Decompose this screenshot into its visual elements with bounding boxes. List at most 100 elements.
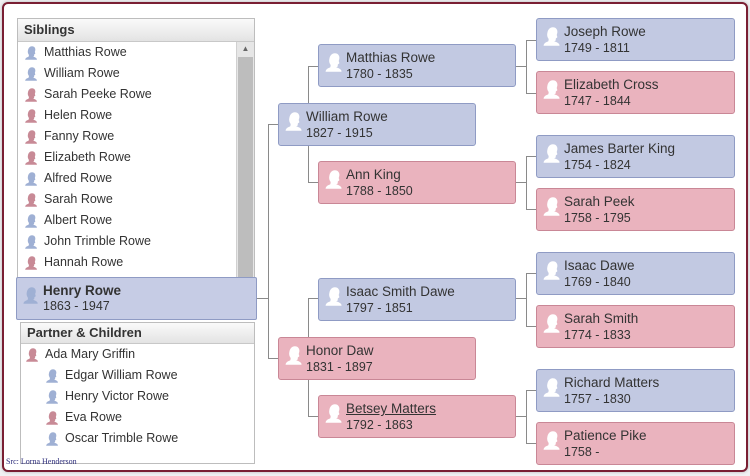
silhouette-icon xyxy=(284,344,303,367)
connector xyxy=(516,182,526,183)
connector xyxy=(516,298,526,299)
male-silhouette-icon xyxy=(45,431,59,447)
person-card-mother[interactable]: Honor Daw 1831 - 1897 xyxy=(278,337,476,380)
silhouette-icon xyxy=(284,110,303,133)
person-name: Edgar William Rowe xyxy=(65,368,178,382)
person-name: Sarah Peek xyxy=(564,194,635,209)
scroll-thumb[interactable] xyxy=(238,57,253,277)
sibling-item[interactable]: Sarah Peeke Rowe xyxy=(18,84,236,105)
male-silhouette-icon xyxy=(24,66,38,82)
person-card-great-grandparent-5[interactable]: Isaac Dawe 1769 - 1840 xyxy=(536,252,735,295)
person-card-maternal-grandfather[interactable]: Isaac Smith Dawe 1797 - 1851 xyxy=(318,278,516,321)
person-name: Oscar Trimble Rowe xyxy=(65,431,179,445)
person-name: Isaac Dawe xyxy=(564,258,635,273)
sibling-item[interactable]: Alfred Rowe xyxy=(18,168,236,189)
person-card-maternal-grandmother[interactable]: Betsey Matters 1792 - 1863 xyxy=(318,395,516,438)
person-name: Matthias Rowe xyxy=(346,50,436,65)
person-dates: 1754 - 1824 xyxy=(564,158,631,172)
focus-person-dates: 1863 - 1947 xyxy=(43,299,110,313)
male-silhouette-icon xyxy=(22,285,39,306)
connector xyxy=(268,358,278,359)
sibling-item[interactable]: John Trimble Rowe xyxy=(18,231,236,252)
male-silhouette-icon xyxy=(45,389,59,405)
partner-item[interactable]: Ada Mary Griffin xyxy=(21,344,254,365)
male-silhouette-icon xyxy=(24,45,38,61)
person-dates: 1757 - 1830 xyxy=(564,392,631,406)
focus-person-card[interactable]: Henry Rowe 1863 - 1947 xyxy=(16,277,257,320)
silhouette-icon xyxy=(542,259,561,282)
sibling-item[interactable]: Matthias Rowe xyxy=(18,42,236,63)
child-item[interactable]: Edgar William Rowe xyxy=(21,365,254,386)
child-item[interactable]: Henry Victor Rowe xyxy=(21,386,254,407)
connector xyxy=(516,416,526,417)
siblings-scrollbar[interactable]: ▲ xyxy=(236,42,254,277)
connector xyxy=(526,273,536,274)
person-dates: 1774 - 1833 xyxy=(564,328,631,342)
person-dates: 1758 - xyxy=(564,445,600,459)
sibling-item[interactable]: Hannah Rowe xyxy=(18,252,236,273)
sibling-name: Alfred Rowe xyxy=(44,171,113,185)
male-silhouette-icon xyxy=(24,234,38,250)
person-name-link[interactable]: Betsey Matters xyxy=(346,401,437,416)
sibling-item[interactable]: William Rowe xyxy=(18,63,236,84)
person-card-paternal-grandmother[interactable]: Ann King 1788 - 1850 xyxy=(318,161,516,204)
person-dates: 1831 - 1897 xyxy=(306,360,373,374)
person-name: Joseph Rowe xyxy=(564,24,646,39)
female-silhouette-icon xyxy=(24,87,38,103)
person-name: Ann King xyxy=(346,167,401,182)
connector xyxy=(526,390,536,391)
person-dates: 1792 - 1863 xyxy=(346,418,413,432)
connector xyxy=(308,298,318,299)
person-card-great-grandparent-1[interactable]: Joseph Rowe 1749 - 1811 xyxy=(536,18,735,61)
sibling-name: Sarah Peeke Rowe xyxy=(44,87,152,101)
person-card-great-grandparent-4[interactable]: Sarah Peek 1758 - 1795 xyxy=(536,188,735,231)
male-silhouette-icon xyxy=(24,213,38,229)
female-silhouette-icon xyxy=(25,347,39,363)
person-card-paternal-grandfather[interactable]: Matthias Rowe 1780 - 1835 xyxy=(318,44,516,87)
person-card-great-grandparent-7[interactable]: Richard Matters 1757 - 1830 xyxy=(536,369,735,412)
person-name: Sarah Smith xyxy=(564,311,639,326)
person-name: Patience Pike xyxy=(564,428,647,443)
person-name: Elizabeth Cross xyxy=(564,77,659,92)
sibling-name: Helen Rowe xyxy=(44,108,113,122)
sibling-name: Hannah Rowe xyxy=(44,255,124,269)
female-silhouette-icon xyxy=(45,410,59,426)
person-card-father[interactable]: William Rowe 1827 - 1915 xyxy=(278,103,476,146)
child-item[interactable]: Oscar Trimble Rowe xyxy=(21,428,254,449)
person-name: James Barter King xyxy=(564,141,676,156)
sibling-name: John Trimble Rowe xyxy=(44,234,151,248)
sibling-item[interactable]: Helen Rowe xyxy=(18,105,236,126)
silhouette-icon xyxy=(542,25,561,48)
sibling-name: Fanny Rowe xyxy=(44,129,115,143)
person-card-great-grandparent-6[interactable]: Sarah Smith 1774 - 1833 xyxy=(536,305,735,348)
male-silhouette-icon xyxy=(45,368,59,384)
sibling-name: Matthias Rowe xyxy=(44,45,127,59)
partner-children-title: Partner & Children xyxy=(21,323,254,344)
person-card-great-grandparent-8[interactable]: Patience Pike 1758 - xyxy=(536,422,735,465)
person-name: Honor Daw xyxy=(306,343,374,358)
person-card-great-grandparent-3[interactable]: James Barter King 1754 - 1824 xyxy=(536,135,735,178)
source-credit: Src: Lorna Henderson xyxy=(6,457,77,466)
silhouette-icon xyxy=(542,78,561,101)
connector xyxy=(308,182,318,183)
connector xyxy=(516,66,526,67)
silhouette-icon xyxy=(542,195,561,218)
sibling-item[interactable]: Elizabeth Rowe xyxy=(18,147,236,168)
sibling-item[interactable]: Albert Rowe xyxy=(18,210,236,231)
person-card-great-grandparent-2[interactable]: Elizabeth Cross 1747 - 1844 xyxy=(536,71,735,114)
silhouette-icon xyxy=(324,51,343,74)
female-silhouette-icon xyxy=(24,150,38,166)
connector xyxy=(526,390,527,443)
person-dates: 1788 - 1850 xyxy=(346,184,413,198)
sibling-item[interactable]: Fanny Rowe xyxy=(18,126,236,147)
person-dates: 1758 - 1795 xyxy=(564,211,631,225)
connector xyxy=(526,156,536,157)
sibling-item[interactable]: Sarah Rowe xyxy=(18,189,236,210)
connector xyxy=(308,66,318,67)
female-silhouette-icon xyxy=(24,192,38,208)
scroll-up-arrow-icon[interactable]: ▲ xyxy=(241,44,250,53)
connector xyxy=(526,40,527,93)
child-item[interactable]: Eva Rowe xyxy=(21,407,254,428)
